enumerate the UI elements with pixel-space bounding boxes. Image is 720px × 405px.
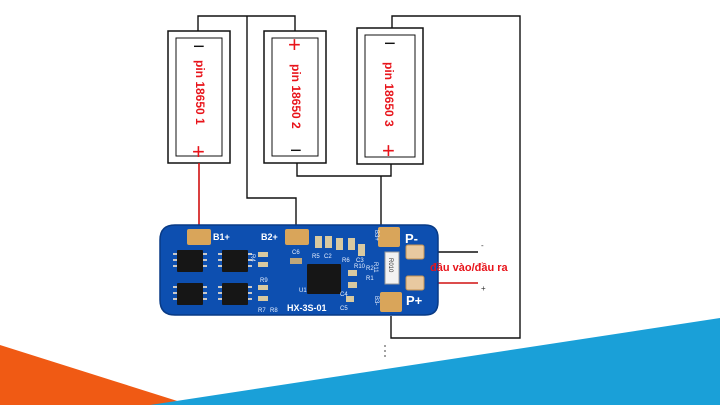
component-u1: U1 [299,288,307,294]
pad-b2-label: B2+ [261,232,278,242]
pad-pminus-label: P- [405,231,418,246]
output-neg-sign: - [481,241,484,250]
pad-b3-top [378,227,400,247]
output-pos-sign: + [481,284,486,293]
battery-cell-2: + pin 18650 2 − [263,30,327,164]
cell-2-top-sign: + [288,32,301,57]
cell-1-label: pin 18650 1 [193,60,207,125]
component-r9: R9 [260,278,268,284]
cell-1-bottom-sign: + [192,139,205,164]
pad-out-neg [405,244,425,260]
orange-band [0,345,190,405]
component-r10: R10 [354,264,366,270]
battery-cell-1: − pin 18650 1 + [167,30,231,164]
blue-band [150,318,720,405]
shunt-resistor [384,251,400,285]
cell-3-label: pin 18650 3 [382,62,396,127]
component-r8: R8 [270,308,278,314]
component-r010: R010 [387,258,393,273]
pad-b2 [285,229,309,245]
cell-3-bottom-sign: + [382,138,395,163]
component-r11: R11 [372,262,378,273]
board-model: HX-3S-01 [287,303,327,313]
pad-b3-bottom-label: B3- [373,296,379,305]
smd-components [258,236,400,302]
pad-b1-label: B1+ [213,232,230,242]
pad-pplus-label: P+ [406,293,423,308]
pad-b3-bottom [380,292,402,312]
component-c4: C4 [340,292,348,298]
controller-ic [307,264,341,294]
bms-board: B1+ B2+ B3+ B3- P- P+ [159,224,439,316]
ic-pins [173,253,252,300]
component-r5: R5 [312,254,320,260]
component-r7: R7 [258,308,266,314]
wire-b2-tap [246,16,297,232]
wire-cell3-pplus [390,15,521,339]
component-c6: C6 [292,250,300,256]
component-r4: R4 [249,254,255,262]
component-r2: R2 [366,266,374,272]
component-c2: C2 [324,254,332,260]
pad-out-pos [405,275,425,291]
cell-2-label: pin 18650 2 [289,64,303,129]
pad-b3-top-label: B3+ [373,230,379,241]
output-label: đầu vào/đầu ra [430,262,509,274]
wires [197,15,521,339]
battery-cell-3: − pin 18650 3 + [356,27,424,165]
component-r6: R6 [342,258,350,264]
component-r1: R1 [366,276,374,282]
component-c3: C3 [356,258,364,264]
pad-b1 [187,229,211,245]
component-c5: C5 [340,306,348,312]
mosfet-chips [177,250,341,305]
cell-1-top-sign: − [193,36,205,58]
wire-cell2-cell3-bottom [296,163,392,177]
cell-2-bottom-sign: − [290,140,302,162]
cell-3-top-sign: − [384,33,396,55]
